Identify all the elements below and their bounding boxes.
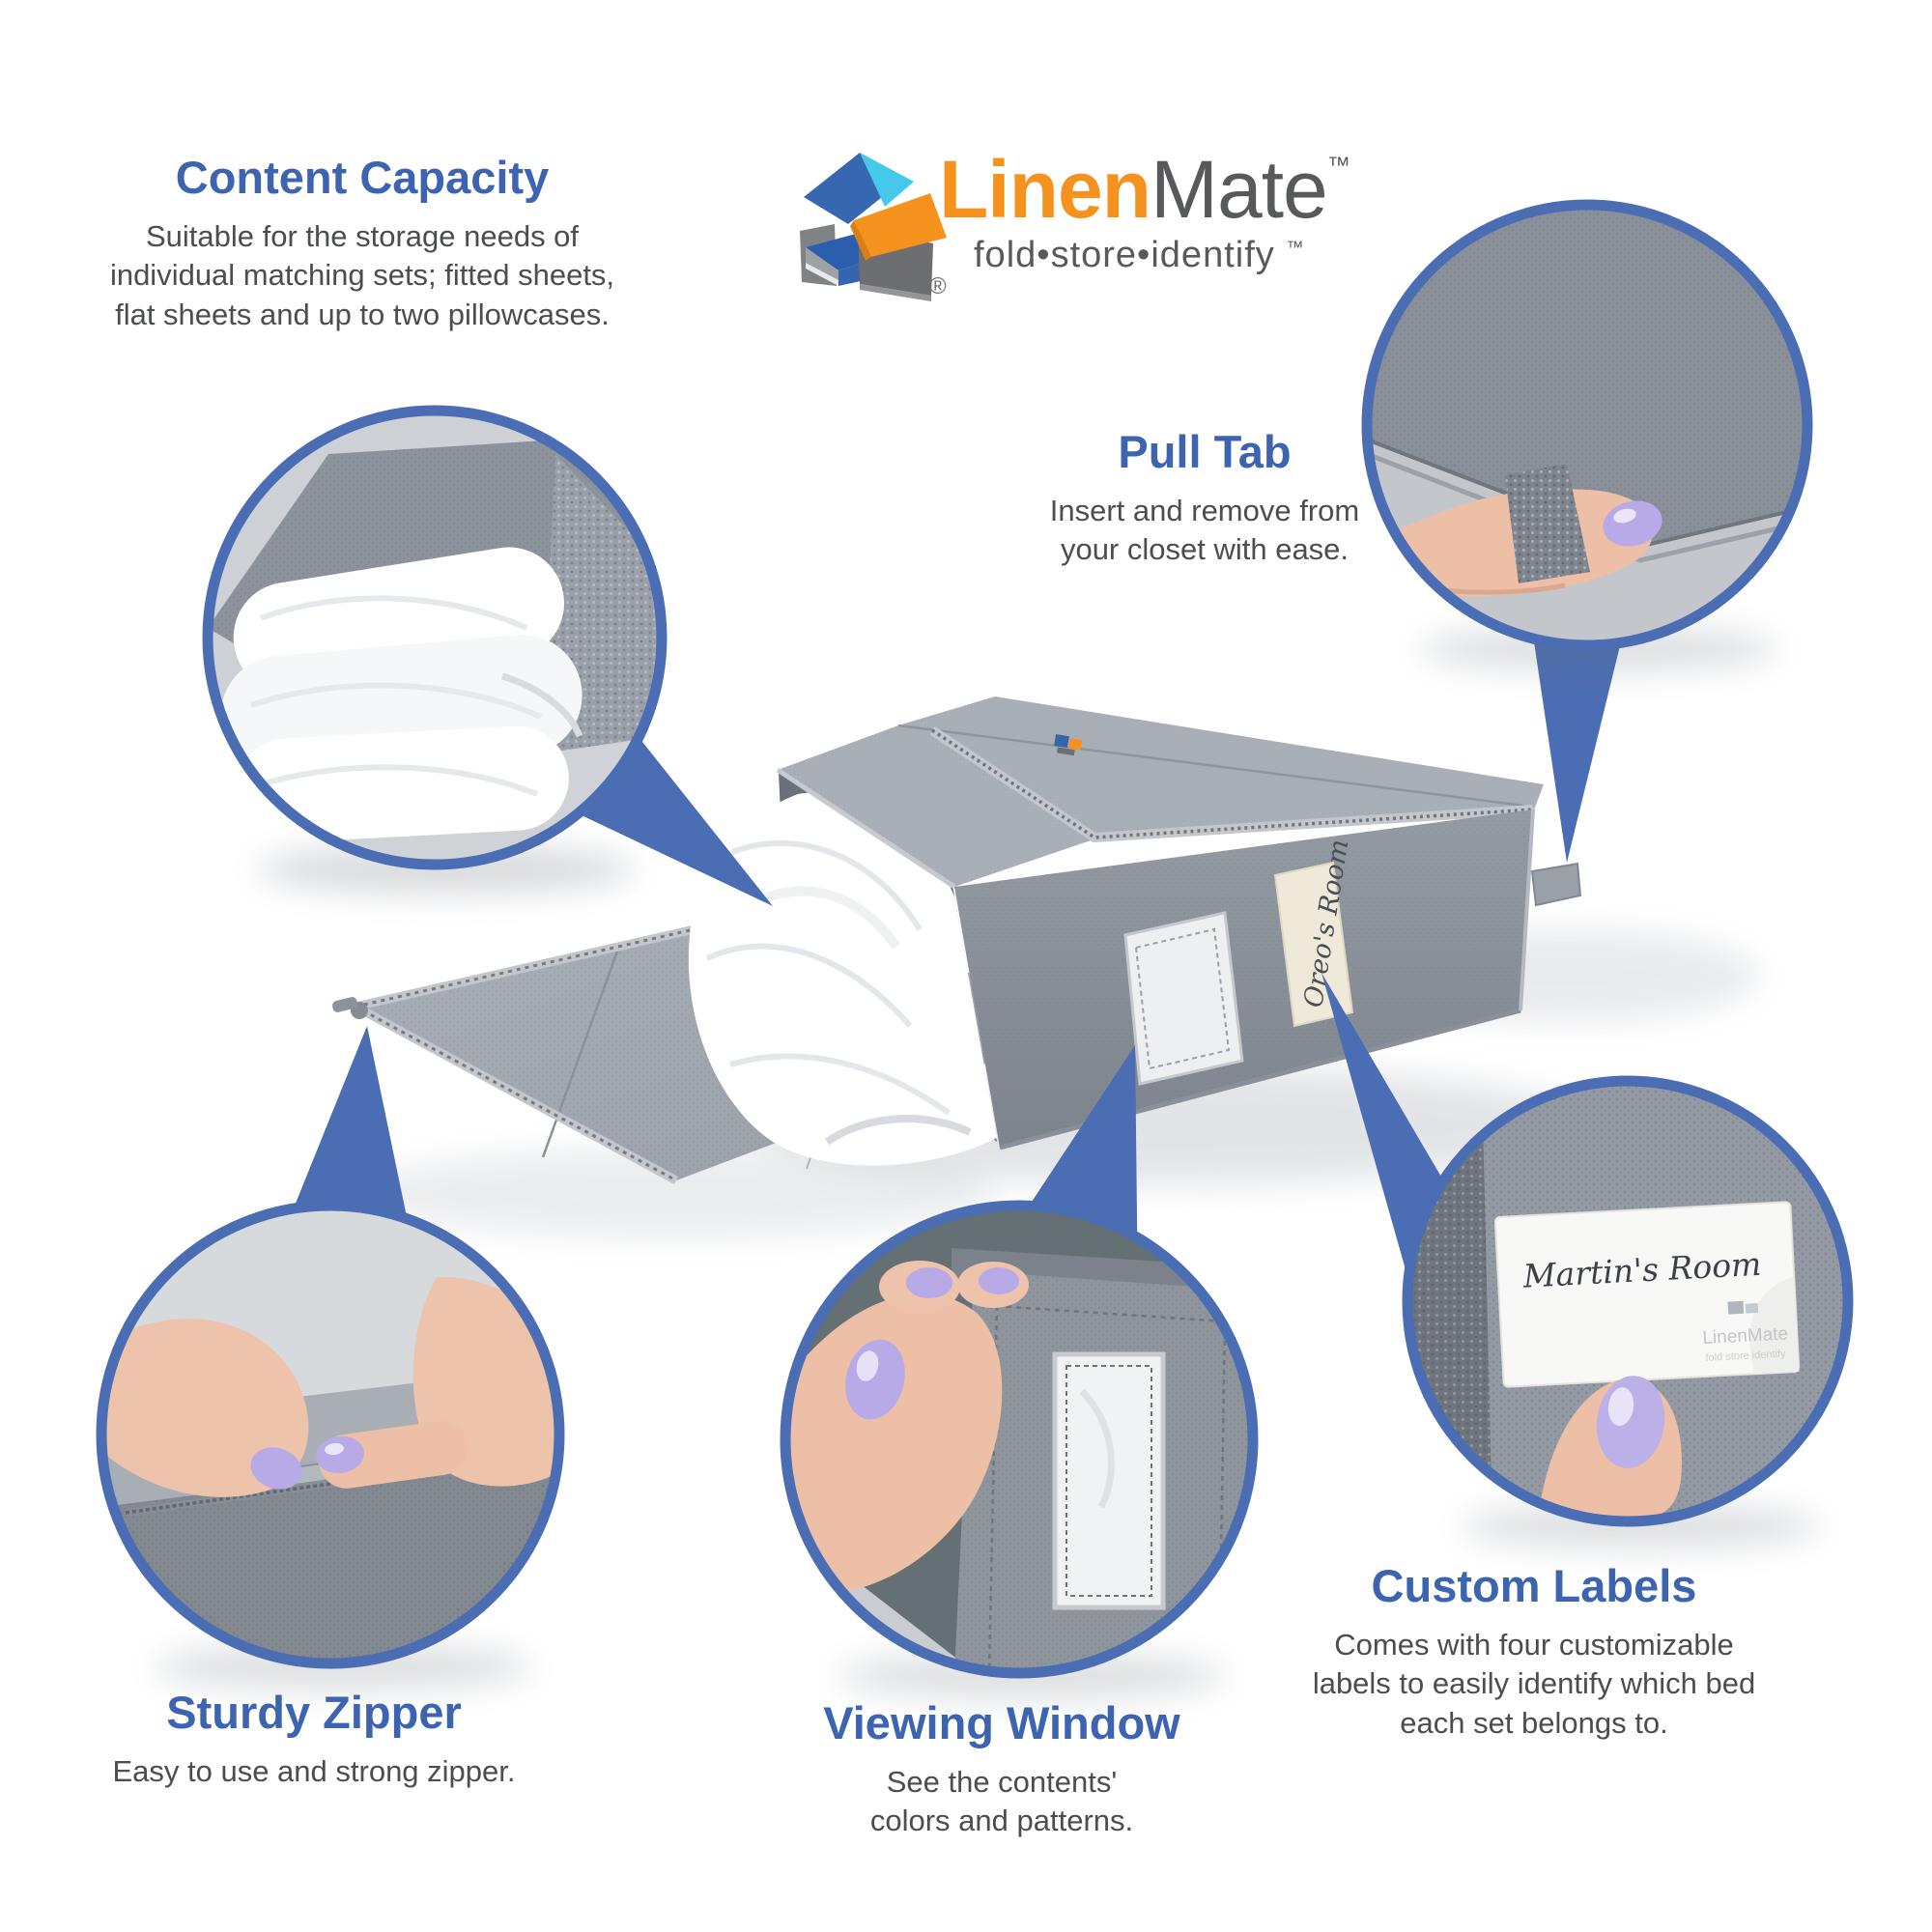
feature-description: Comes with four customizable labels to e… — [1312, 1628, 1756, 1740]
feature-description: Insert and remove from your closet with … — [1049, 494, 1360, 567]
brand-name-secondary: Mate — [1151, 144, 1328, 235]
card-watermark: LinenMate fold store identify — [1702, 1300, 1789, 1364]
feature-title: Sturdy Zipper — [166, 1687, 462, 1738]
registered-mark: ® — [929, 273, 947, 299]
feature-custom-labels: Custom Labels Comes with four customizab… — [1302, 1559, 1766, 1743]
box-viewing-window — [1123, 911, 1244, 1086]
trademark-symbol: ™ — [1326, 153, 1350, 179]
thumb — [1538, 1376, 1682, 1518]
brand-wordmark: LinenMate™ — [939, 149, 1350, 230]
brand-name-primary: Linen — [939, 144, 1151, 235]
feature-title: Viewing Window — [823, 1697, 1180, 1748]
feature-viewing-window: Viewing Window See the contents' colors … — [780, 1696, 1224, 1841]
feature-title: Content Capacity — [175, 152, 550, 203]
feature-pull-tab: Pull Tab Insert and remove from your clo… — [982, 425, 1427, 570]
label-card: Martin's Room LinenMate fold store ident… — [1493, 1201, 1801, 1388]
box-top — [776, 696, 1544, 890]
svg-text:fold store identify: fold store identify — [1705, 1349, 1786, 1364]
feature-content-capacity: Content Capacity Suitable for the storag… — [92, 151, 633, 334]
linenmate-logo-icon: ® — [800, 153, 947, 301]
circle-pull-tab — [1361, 199, 1813, 672]
left-hand — [105, 1319, 309, 1497]
folded-linens — [688, 792, 997, 1166]
tagline-trademark-symbol: ™ — [1286, 238, 1304, 257]
window-panel — [952, 1248, 1249, 1669]
feature-title: Pull Tab — [1118, 426, 1292, 477]
right-hand — [316, 1276, 555, 1489]
box-front: Oreo's Room — [954, 809, 1582, 1151]
finger-in-loop — [1371, 464, 1662, 597]
sheet-stack — [220, 547, 583, 843]
box-pull-tab — [1530, 862, 1582, 907]
feature-description: See the contents' colors and patterns. — [869, 1765, 1134, 1838]
svg-text:LinenMate: LinenMate — [1702, 1323, 1789, 1349]
brand-tagline: fold•store•identify ™ — [974, 235, 1304, 275]
feature-sturdy-zipper: Sturdy Zipper Easy to use and strong zip… — [63, 1686, 565, 1791]
feature-title: Custom Labels — [1371, 1560, 1697, 1611]
feature-description: Easy to use and strong zipper. — [112, 1754, 516, 1788]
circle-viewing-window — [780, 1200, 1259, 1700]
circle-content-capacity — [202, 405, 668, 895]
holding-hand — [789, 1261, 1029, 1595]
circle-sturdy-zipper — [96, 1200, 565, 1691]
circle-custom-labels: Martin's Room LinenMate fold store ident… — [1402, 1075, 1854, 1549]
storage-box: Oreo's Room — [331, 696, 1582, 1184]
feature-description: Suitable for the storage needs of indivi… — [109, 219, 615, 331]
box-logo-tag-icon — [1054, 734, 1083, 756]
